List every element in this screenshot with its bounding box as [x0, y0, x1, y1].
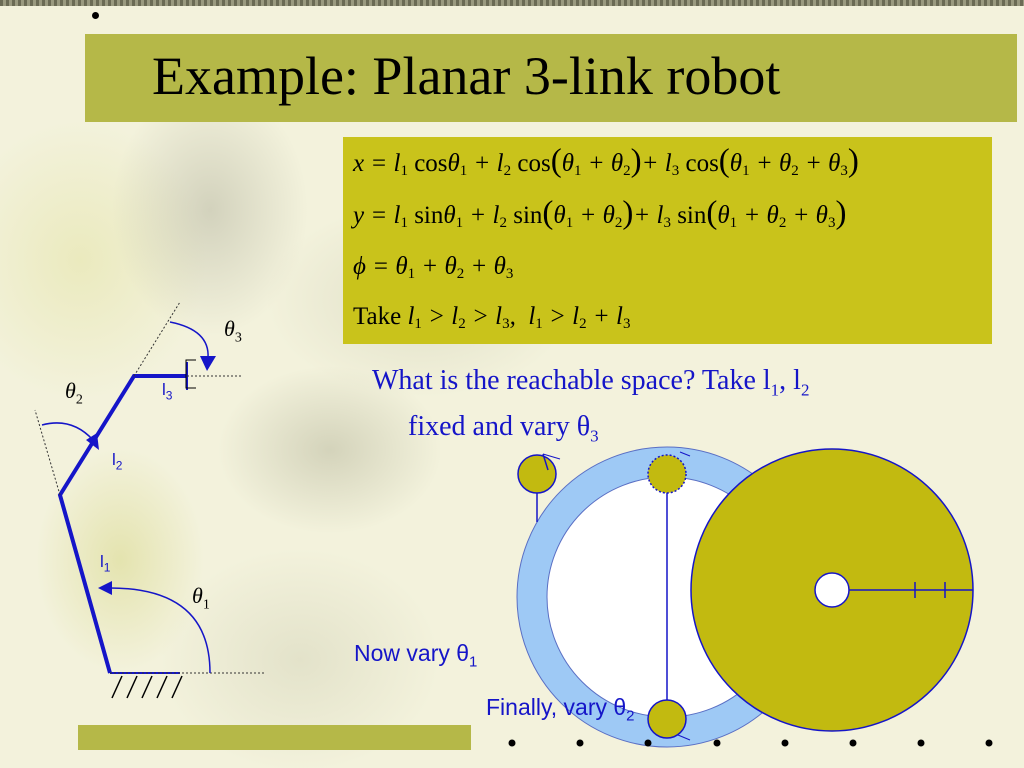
- small-circle-top: [647, 454, 687, 494]
- theta3-arc: [169, 321, 209, 359]
- top-border: [0, 0, 1024, 6]
- equation-box: x = l1 cosθ1 + l2 cos(θ1 + θ2)+ l3 cos(θ…: [343, 137, 992, 344]
- equation-y: y = l1 sinθ1 + l2 sin(θ1 + θ2)+ l3 sin(θ…: [353, 195, 847, 232]
- theta2-label: θ2: [65, 378, 83, 408]
- link1-extension: [34, 409, 61, 496]
- equation-phi: ϕ = θ1 + θ2 + θ3: [353, 253, 514, 282]
- link2-extension: [133, 301, 181, 377]
- l3-label: l3: [162, 380, 173, 403]
- ground-hatching: [111, 675, 183, 699]
- theta3-arrow: [200, 356, 216, 371]
- theta2-arrow: [86, 433, 99, 450]
- slide-title: Example: Planar 3-link robot: [152, 46, 781, 106]
- theta2-arc: [41, 422, 94, 441]
- small-circle-bottom-tick: [677, 734, 691, 741]
- bullet-dot: [92, 12, 99, 19]
- small-circle-end: [542, 453, 561, 460]
- theta3-label: θ3: [224, 316, 242, 346]
- small-circle-top-tick: [679, 451, 691, 457]
- title-bar: [85, 34, 1017, 122]
- equation-take: Take l1 > l2 > l3, l1 > l2 + l3: [353, 303, 631, 332]
- small-circle-link: [542, 453, 549, 471]
- l1-label: l1: [100, 552, 111, 575]
- l3-bracket: [185, 359, 196, 389]
- theta1-arc: [109, 587, 211, 674]
- theta1-label: θ1: [192, 583, 210, 613]
- finally-vary-text: Finally, vary θ2: [486, 694, 635, 725]
- equation-x: x = l1 cosθ1 + l2 cos(θ1 + θ2)+ l3 cos(θ…: [353, 143, 859, 180]
- now-vary-text: Now vary θ1: [354, 640, 478, 671]
- reachable-space-question: What is the reachable space? Take l1, l2…: [372, 365, 810, 446]
- bottom-bar: [78, 725, 471, 750]
- small-circle-bottom: [647, 699, 687, 739]
- theta1-arrow: [98, 581, 112, 595]
- l2-label: l2: [112, 450, 123, 473]
